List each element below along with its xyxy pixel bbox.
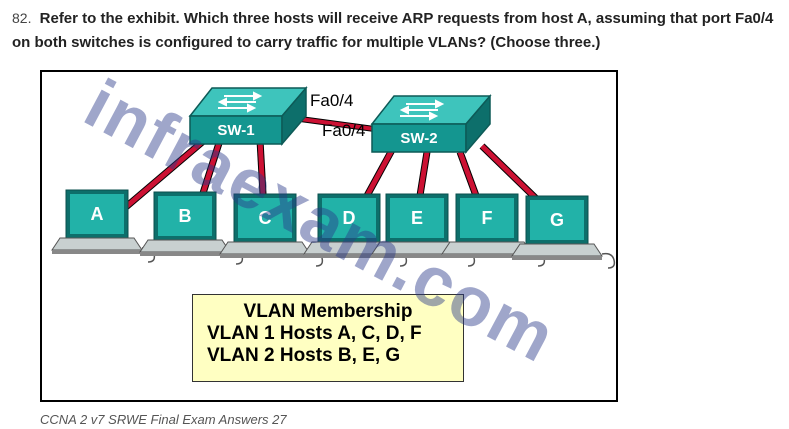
sw2-port-label: Fa0/4: [322, 121, 365, 140]
network-diagram: SW-1 SW-2 Fa0/4 Fa0/4 A: [51, 85, 616, 269]
legend-title: VLAN Membership: [243, 301, 413, 322]
host-b: B: [139, 191, 244, 265]
svg-text:C: C: [259, 208, 272, 228]
svg-text:E: E: [411, 208, 423, 228]
svg-text:A: A: [91, 204, 104, 224]
svg-text:F: F: [482, 208, 493, 228]
question-text-block: 82. Refer to the exhibit. Which three ho…: [12, 6, 782, 55]
hosts: A B C: [51, 189, 616, 269]
svg-text:G: G: [550, 210, 564, 230]
switch-sw2: SW-2: [370, 93, 492, 155]
host-f: F: [441, 193, 546, 267]
legend-vlan2: VLAN 2 Hosts B, E, G: [207, 345, 401, 366]
sw2-label: SW-2: [400, 130, 437, 147]
exhibit-caption: CCNA 2 v7 SRWE Final Exam Answers 27: [40, 412, 287, 427]
svg-text:D: D: [343, 208, 356, 228]
host-e: E: [371, 193, 476, 267]
switch-sw1: SW-1: [188, 85, 308, 147]
sw1-port-label: Fa0/4: [310, 91, 353, 110]
sw1-label: SW-1: [217, 122, 254, 139]
host-g: G: [511, 195, 616, 269]
host-a: A: [51, 189, 156, 263]
vlan-membership-legend: VLAN Membership VLAN 1 Hosts A, C, D, F …: [192, 294, 464, 382]
svg-text:B: B: [179, 206, 192, 226]
host-c: C: [219, 193, 324, 267]
question-number: 82.: [12, 10, 32, 26]
network-exhibit: SW-1 SW-2 Fa0/4 Fa0/4 A: [40, 70, 618, 402]
host-d: D: [303, 193, 408, 267]
legend-vlan1: VLAN 1 Hosts A, C, D, F: [207, 323, 422, 344]
question-prompt: Refer to the exhibit. Which three hosts …: [12, 10, 774, 51]
